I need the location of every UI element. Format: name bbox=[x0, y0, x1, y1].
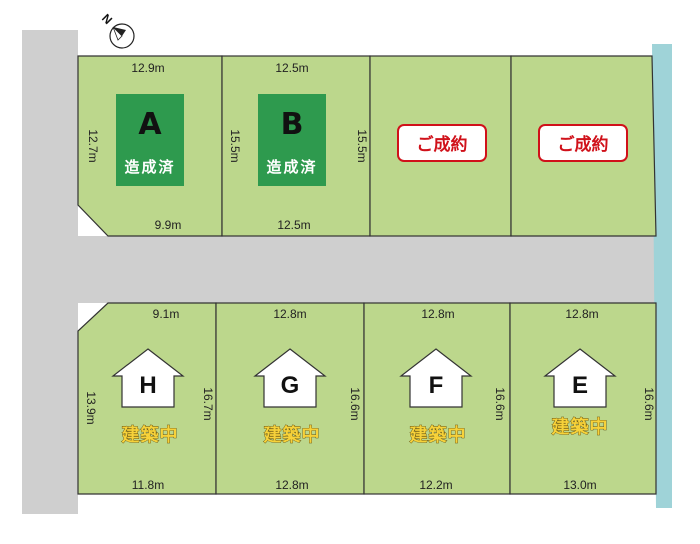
house-letter: F bbox=[429, 372, 444, 399]
house-icon bbox=[543, 348, 617, 408]
developed-badge bbox=[258, 94, 326, 186]
dim-top: 12.8m bbox=[273, 307, 306, 321]
lot-H[interactable]: H 建築中 9.1m 11.8m 13.9m 16.7m bbox=[77, 302, 217, 495]
dim-right: 15.5m bbox=[355, 129, 369, 162]
sold-label: ご成約 bbox=[558, 134, 609, 155]
dim-right: 16.6m bbox=[493, 387, 507, 420]
dim-top: 12.9m bbox=[131, 61, 164, 75]
north-arrow-icon: N bbox=[99, 11, 135, 49]
house-letter: E bbox=[572, 372, 588, 399]
house-letter: G bbox=[281, 372, 300, 399]
dim-bottom: 9.9m bbox=[155, 218, 182, 232]
dim-bottom: 11.8m bbox=[132, 478, 164, 492]
developed-badge bbox=[116, 94, 184, 186]
dim-bottom: 12.2m bbox=[419, 478, 452, 492]
dim-left: 12.7m bbox=[86, 129, 100, 162]
lot-C[interactable]: ご成約 bbox=[369, 55, 512, 237]
lot-G[interactable]: G 建築中 12.8m 12.8m 16.6m bbox=[215, 302, 365, 495]
sold-badge bbox=[397, 124, 487, 162]
dim-top: 9.1m bbox=[153, 307, 180, 321]
building-label: 建築中 bbox=[552, 416, 609, 438]
house-letter: H bbox=[139, 372, 156, 399]
house-icon bbox=[111, 348, 185, 408]
dim-top: 12.5m bbox=[275, 61, 308, 75]
lot-letter: A bbox=[138, 107, 162, 142]
waterway bbox=[652, 44, 672, 508]
house-icon bbox=[399, 348, 473, 408]
house-icon bbox=[253, 348, 327, 408]
dim-bottom: 13.0m bbox=[563, 478, 596, 492]
dim-right: 16.6m bbox=[642, 387, 656, 420]
dim-right: 16.6m bbox=[348, 387, 362, 420]
dim-bottom: 12.8m bbox=[275, 478, 308, 492]
lot-status: 造成済 bbox=[124, 158, 175, 176]
dim-top: 12.8m bbox=[565, 307, 598, 321]
sold-label: ご成約 bbox=[417, 134, 468, 155]
dim-left: 13.9m bbox=[84, 391, 98, 424]
north-label: N bbox=[99, 11, 115, 27]
lot-F[interactable]: F 建築中 12.8m 12.2m 16.6m bbox=[363, 302, 511, 495]
dim-bottom: 12.5m bbox=[277, 218, 310, 232]
building-label: 建築中 bbox=[410, 424, 467, 446]
dim-left: 15.5m bbox=[228, 129, 242, 162]
lot-D[interactable]: ご成約 bbox=[510, 55, 657, 237]
building-label: 建築中 bbox=[122, 424, 179, 446]
building-label: 建築中 bbox=[264, 424, 321, 446]
dim-right: 16.7m bbox=[201, 387, 215, 420]
lot-E[interactable]: E 建築中 12.8m 13.0m 16.6m bbox=[509, 302, 657, 495]
lot-letter: B bbox=[281, 107, 304, 142]
sold-badge bbox=[538, 124, 628, 162]
lot-status: 造成済 bbox=[266, 158, 317, 176]
lot-A[interactable]: A 造成済 12.9m 9.9m 12.7m bbox=[77, 55, 223, 237]
central-road bbox=[22, 236, 660, 303]
lot-B[interactable]: B 造成済 12.5m 12.5m 15.5m 15.5m bbox=[221, 55, 371, 237]
dim-top: 12.8m bbox=[421, 307, 454, 321]
